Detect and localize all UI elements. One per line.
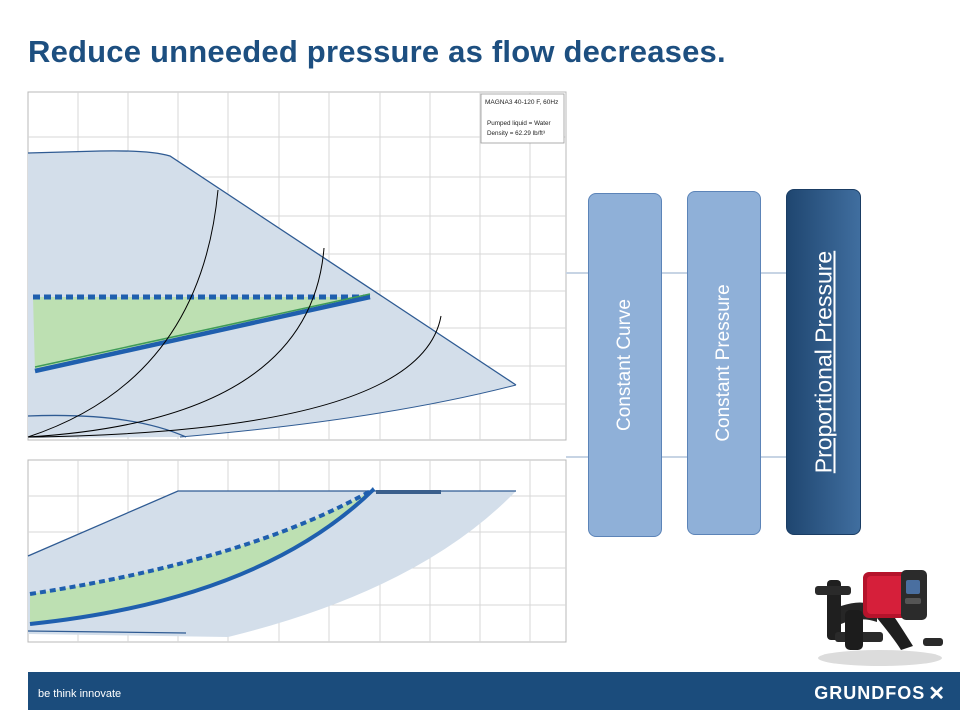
head-min-curve bbox=[27, 414, 187, 438]
system-curve-1 bbox=[27, 189, 219, 438]
mode-constant-curve-label: Constant Curve bbox=[614, 298, 635, 432]
mode-proportional-pressure-button[interactable]: Proportional Pressure bbox=[786, 189, 861, 535]
pump-product-image bbox=[815, 570, 943, 666]
footer-tagline: be think innovate bbox=[38, 688, 122, 700]
system-curves bbox=[27, 189, 442, 438]
legend-liquid: Pumped liquid = Water bbox=[487, 120, 551, 127]
power-proportional-pressure-line bbox=[29, 487, 376, 626]
mode-constant-curve-button[interactable]: Constant Curve bbox=[588, 193, 662, 537]
head-envelope-fill bbox=[28, 150, 516, 438]
power-constant-pressure-line bbox=[29, 487, 375, 596]
legend-model: MAGNA3 40-120 F, 60Hz bbox=[485, 99, 558, 106]
brand-mark-icon: ✕ bbox=[928, 683, 946, 705]
mode-constant-pressure-label: Constant Pressure bbox=[713, 284, 734, 442]
head-chart: MAGNA3 40-120 F, 60Hz Pumped liquid = Wa… bbox=[27, 91, 567, 441]
power-chart bbox=[27, 459, 567, 643]
slide-title: Reduce unneeded pressure as flow decreas… bbox=[28, 34, 726, 69]
power-savings-area bbox=[30, 489, 374, 624]
brand-name: GRUNDFOS bbox=[814, 683, 926, 703]
head-envelope-edge bbox=[179, 384, 517, 438]
power-min-curve bbox=[27, 630, 187, 634]
mode-constant-pressure-button[interactable]: Constant Pressure bbox=[687, 191, 761, 535]
footer-bar: be think innovate GRUNDFOS ✕ bbox=[28, 672, 960, 710]
head-max-curve bbox=[27, 150, 517, 386]
brand-logo: GRUNDFOS ✕ bbox=[814, 681, 946, 706]
head-proportional-pressure-line bbox=[34, 294, 371, 374]
mode-proportional-pressure-label: Proportional Pressure bbox=[810, 250, 836, 474]
chart-legend-box bbox=[480, 93, 565, 144]
legend-density: Density = 62.29 lb/ft³ bbox=[487, 130, 545, 137]
head-proportional-pressure-outline bbox=[34, 293, 371, 368]
